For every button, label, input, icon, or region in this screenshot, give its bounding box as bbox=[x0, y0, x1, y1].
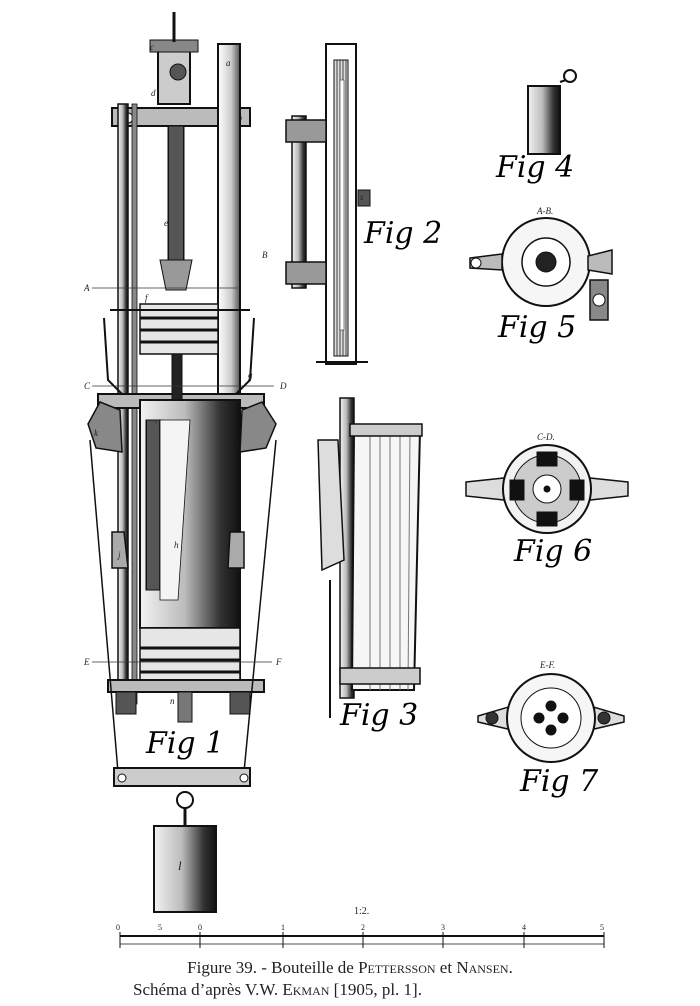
part-letter-f: f bbox=[145, 293, 148, 303]
caption-author-nansen: Nansen bbox=[456, 958, 509, 977]
part-letter-D: D bbox=[280, 381, 287, 391]
scale-tick-2: 0 bbox=[198, 923, 202, 932]
scale-tick-4: 2 bbox=[361, 923, 365, 932]
part-letter-h: h bbox=[174, 540, 179, 550]
caption-prefix: Figure 39. - Bouteille de bbox=[187, 958, 359, 977]
caption-source-prefix: Schéma d’après V.W. bbox=[133, 980, 283, 999]
figure-2-thermometer bbox=[285, 43, 371, 365]
part-letter-n: n bbox=[170, 696, 175, 706]
caption-author-ekman: Ekman bbox=[282, 980, 330, 999]
part-letter-c: c bbox=[150, 42, 154, 52]
caption-line-2: Schéma d’après V.W. Ekman [1905, pl. 1]. bbox=[133, 980, 422, 1000]
figure-5-section-ab bbox=[469, 217, 613, 321]
fig-4-label: Fig 4 bbox=[496, 150, 575, 185]
part-letter-A: A bbox=[84, 283, 90, 293]
caption-reference: [1905, pl. 1]. bbox=[329, 980, 422, 999]
section-label-ef: E-F. bbox=[540, 660, 556, 670]
scale-bar bbox=[119, 932, 605, 948]
scale-tick-3: 1 bbox=[281, 923, 285, 932]
fig-1-label: Fig 1 bbox=[146, 726, 225, 761]
caption-conjunction: et bbox=[435, 958, 457, 977]
section-lines bbox=[92, 287, 274, 663]
scale-tick-0: 0 bbox=[116, 923, 120, 932]
fig-3-label: Fig 3 bbox=[340, 698, 419, 733]
scale-tick-6: 4 bbox=[522, 923, 526, 932]
caption-author-pettersson: Pettersson bbox=[358, 958, 436, 977]
figure-1-apparatus bbox=[87, 12, 277, 913]
fig-2-label: Fig 2 bbox=[364, 216, 443, 251]
part-letter-d: d bbox=[151, 88, 156, 98]
fig-5-label: Fig 5 bbox=[498, 310, 577, 345]
scale-ratio: 1:2. bbox=[354, 906, 370, 917]
scale-tick-5: 3 bbox=[441, 923, 445, 932]
caption-period: . bbox=[508, 958, 513, 977]
scale-tick-1: 5 bbox=[158, 923, 162, 932]
figure-7-section-ef bbox=[477, 673, 625, 763]
fig-7-label: Fig 7 bbox=[520, 764, 599, 799]
figure-3-side-view bbox=[317, 397, 423, 718]
part-letter-C: C bbox=[84, 381, 91, 391]
part-letter-s: s bbox=[360, 192, 364, 202]
part-letter-l: l bbox=[178, 858, 182, 873]
figure-4-cylinder bbox=[527, 69, 577, 155]
part-letter-E: E bbox=[84, 657, 90, 667]
section-label-cd: C-D. bbox=[537, 432, 555, 442]
part-letter-b: B bbox=[262, 250, 268, 260]
part-letter-g: g bbox=[248, 370, 253, 380]
part-letter-e: e bbox=[164, 218, 168, 228]
part-letter-a: a bbox=[226, 58, 231, 68]
scale-tick-7: 5 bbox=[600, 923, 604, 932]
section-label-ab: A-B. bbox=[537, 206, 554, 216]
fig-6-label: Fig 6 bbox=[514, 534, 593, 569]
part-letter-r: r bbox=[154, 418, 158, 428]
part-letter-k: k bbox=[94, 428, 98, 438]
part-letter-F: F bbox=[276, 657, 282, 667]
caption-line-1: Figure 39. - Bouteille de Pettersson et … bbox=[0, 958, 700, 978]
part-letter-j: j bbox=[118, 550, 121, 560]
figure-6-section-cd bbox=[465, 444, 629, 534]
